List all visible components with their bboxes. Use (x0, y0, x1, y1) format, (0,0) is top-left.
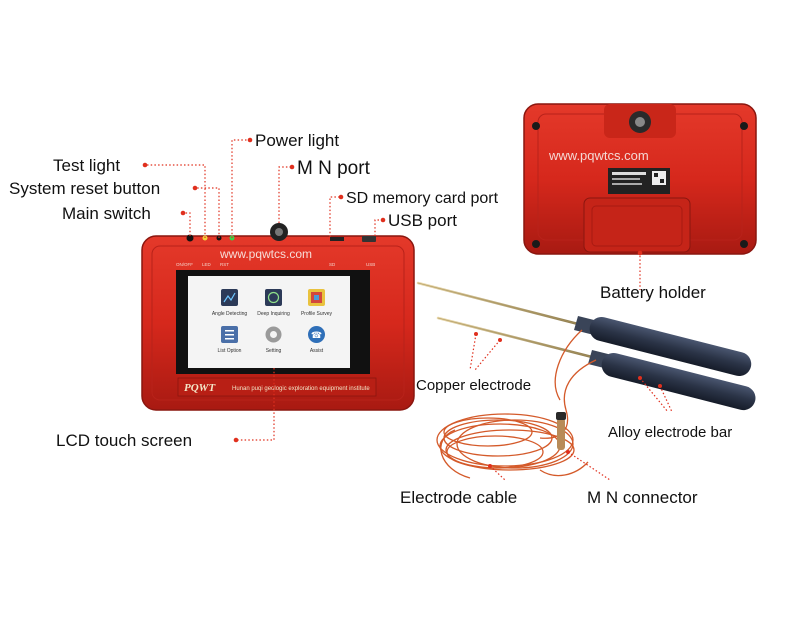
callout-test-light: Test light (53, 156, 120, 175)
main-switch[interactable] (186, 234, 194, 242)
callout-system-reset: System reset button (9, 179, 160, 198)
app-label: Assist (310, 348, 324, 354)
port-label-onoff: ON/OFF (176, 262, 193, 267)
callout-electrode-cable: Electrode cable (400, 488, 517, 507)
alloy-electrode-bar-lower (601, 352, 756, 411)
app-setting[interactable]: Setting (265, 326, 282, 355)
inquiry-icon (265, 289, 282, 306)
sd-port[interactable] (330, 237, 344, 241)
app-label: List Option (218, 348, 242, 354)
app-list-option[interactable]: List Option (218, 326, 242, 354)
alloy-electrode-bar-upper (589, 316, 752, 377)
brand-strip (177, 377, 377, 397)
callout-power-light: Power light (255, 131, 339, 150)
watermark-front: www.pqwtcs.com (219, 247, 312, 261)
watermark-back: www.pqwtcs.com (548, 148, 649, 163)
mn-connector (556, 412, 566, 450)
callout-mn-connector: M N connector (587, 488, 698, 507)
callout-mn-port: M N port (297, 158, 371, 179)
phone-icon (308, 326, 325, 343)
app-profile-survey[interactable]: Profile Survey (301, 289, 333, 317)
callout-lcd: LCD touch screen (56, 431, 192, 450)
screen-app-grid: Angle Detecting Deep Inquiring Profile S… (212, 289, 333, 354)
app-label: Deep Inquiring (257, 311, 290, 317)
port-label-sd: SD (329, 262, 336, 267)
port-label-rst: RST (220, 262, 229, 267)
callout-sd-port: SD memory card port (346, 190, 499, 207)
app-label: Profile Survey (301, 311, 333, 317)
svg-text:☎: ☎ (311, 331, 322, 341)
back-device (523, 103, 757, 255)
usb-port[interactable] (362, 236, 376, 242)
brand-logo: PQWT (184, 382, 216, 394)
app-label: Angle Detecting (212, 311, 248, 317)
electrode-cable (436, 329, 597, 479)
callout-usb-port: USB port (388, 211, 457, 230)
port-label-led: LED (202, 262, 212, 267)
electrode-lower (436, 316, 756, 411)
port-label-usb: USB (366, 262, 375, 267)
app-deep-inquiring[interactable]: Deep Inquiring (257, 289, 290, 317)
app-assist[interactable]: ☎ Assist (308, 326, 325, 354)
callout-main-switch: Main switch (62, 204, 151, 223)
callout-copper-electrode: Copper electrode (416, 377, 531, 394)
institute-text: Hunan puqi geologic exploration equipmen… (232, 386, 370, 392)
app-label: Setting (266, 348, 282, 354)
battery-holder (583, 197, 691, 253)
callout-battery-holder: Battery holder (600, 283, 706, 302)
app-angle-detecting[interactable]: Angle Detecting (212, 289, 248, 317)
callout-alloy-bar: Alloy electrode bar (608, 424, 732, 441)
